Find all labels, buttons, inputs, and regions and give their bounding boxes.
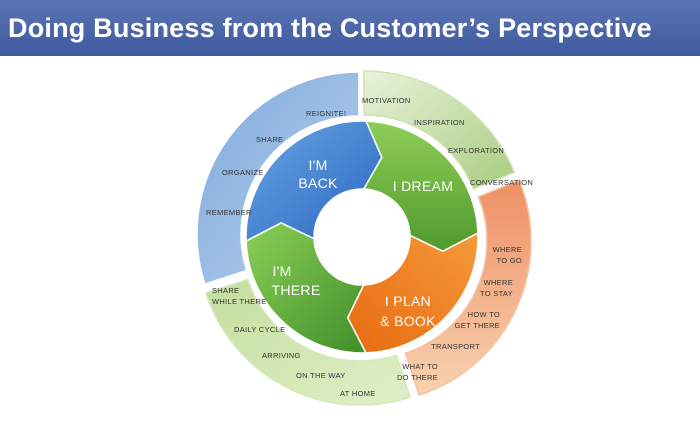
label-reignite: REIGNITE!: [306, 109, 346, 118]
label-how-to-get-there-2: GET THERE: [455, 321, 500, 330]
label-remember: REMEMBER: [206, 208, 252, 217]
slide-title: Doing Business from the Customer’s Persp…: [8, 12, 652, 43]
label-exploration: EXPLORATION: [448, 146, 504, 155]
label-organize: ORGANIZE: [222, 168, 264, 177]
outer-segment-there: [204, 278, 412, 406]
label-arriving: ARRIVING: [262, 351, 301, 360]
outer-labels-back: REIGNITE! SHARE ORGANIZE REMEMBER: [206, 109, 346, 217]
label-on-the-way: ON THE WAY: [296, 371, 346, 380]
label-what-to-do-there-2: DO THERE: [397, 373, 438, 382]
phase-there-line2: THERE: [272, 282, 321, 298]
label-transport: TRANSPORT: [431, 342, 480, 351]
outer-segment-plan: [404, 179, 532, 397]
title-bar: Doing Business from the Customer’s Persp…: [0, 0, 700, 56]
label-share-while-there-2: WHILE THERE: [212, 297, 266, 306]
label-daily-cycle: DAILY CYCLE: [234, 325, 285, 334]
inner-ring: [245, 120, 479, 354]
label-how-to-get-there-1: HOW TO: [468, 310, 500, 319]
phase-labels: I'M BACK I DREAM I PLAN & BOOK I'M THERE: [272, 157, 453, 329]
label-conversation: CONVERSATION: [470, 178, 533, 187]
outer-labels-dream: MOTIVATION INSPIRATION EXPLORATION CONVE…: [362, 96, 533, 187]
label-share-while-there-1: SHARE: [212, 286, 239, 295]
label-share: SHARE: [256, 135, 283, 144]
outer-labels-plan: WHERE TO GO WHERE TO STAY HOW TO GET THE…: [397, 245, 522, 382]
label-motivation: MOTIVATION: [362, 96, 411, 105]
outer-labels-there: SHARE WHILE THERE DAILY CYCLE ARRIVING O…: [212, 286, 376, 398]
phase-there-line1: I'M: [272, 263, 291, 279]
label-where-to-go-1: WHERE: [493, 245, 522, 254]
label-at-home: AT HOME: [340, 389, 376, 398]
phase-plan-line1: I PLAN: [385, 293, 431, 309]
label-where-to-stay-2: TO STAY: [480, 289, 513, 298]
phase-dream-line1: I DREAM: [393, 178, 453, 194]
outer-segment-back: [196, 71, 360, 286]
label-inspiration: INSPIRATION: [414, 118, 465, 127]
label-where-to-go-2: TO GO: [496, 256, 522, 265]
label-what-to-do-there-1: WHAT TO: [402, 362, 438, 371]
phase-back-line1: I'M: [308, 157, 327, 173]
phase-plan-line2: & BOOK: [380, 313, 436, 329]
outer-ring: [196, 70, 532, 406]
label-where-to-stay-1: WHERE: [484, 278, 513, 287]
outer-segment-dream: [363, 70, 516, 190]
center-hole: [314, 189, 410, 285]
phase-back-line2: BACK: [298, 175, 338, 191]
